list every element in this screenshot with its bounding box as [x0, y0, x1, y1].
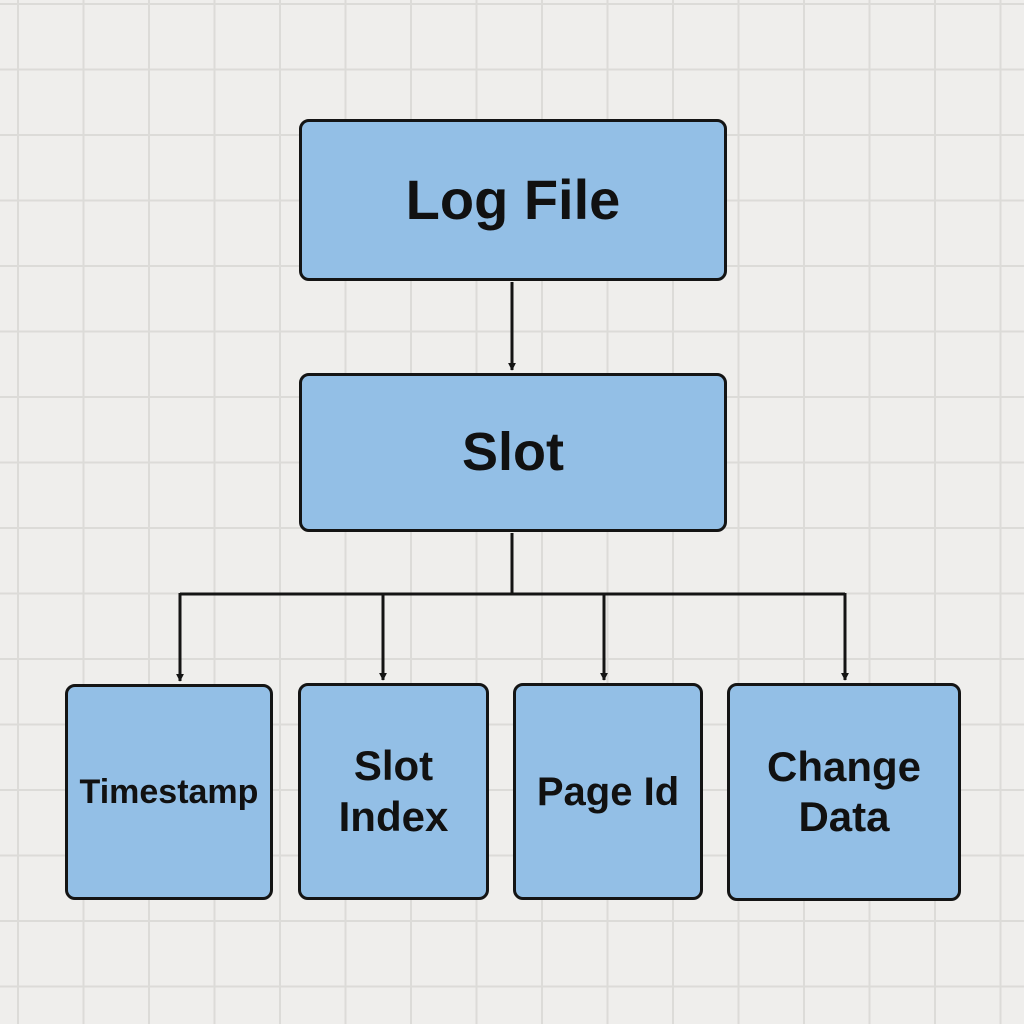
timestamp-box: Timestamp	[65, 684, 273, 900]
change-data-label: Change Data	[766, 742, 921, 840]
slot-index-label: Slot Index	[338, 742, 449, 840]
slot-index-box: Slot Index	[298, 683, 489, 900]
timestamp-label: Timestamp	[79, 772, 259, 811]
change-data-box: Change Data	[727, 683, 961, 901]
slot-box: Slot	[299, 373, 727, 532]
page-id-label: Page Id	[536, 769, 680, 814]
slot-label: Slot	[462, 422, 564, 483]
page-id-box: Page Id	[513, 683, 703, 900]
log-file-label: Log File	[405, 168, 621, 232]
log-file-box: Log File	[299, 119, 727, 281]
